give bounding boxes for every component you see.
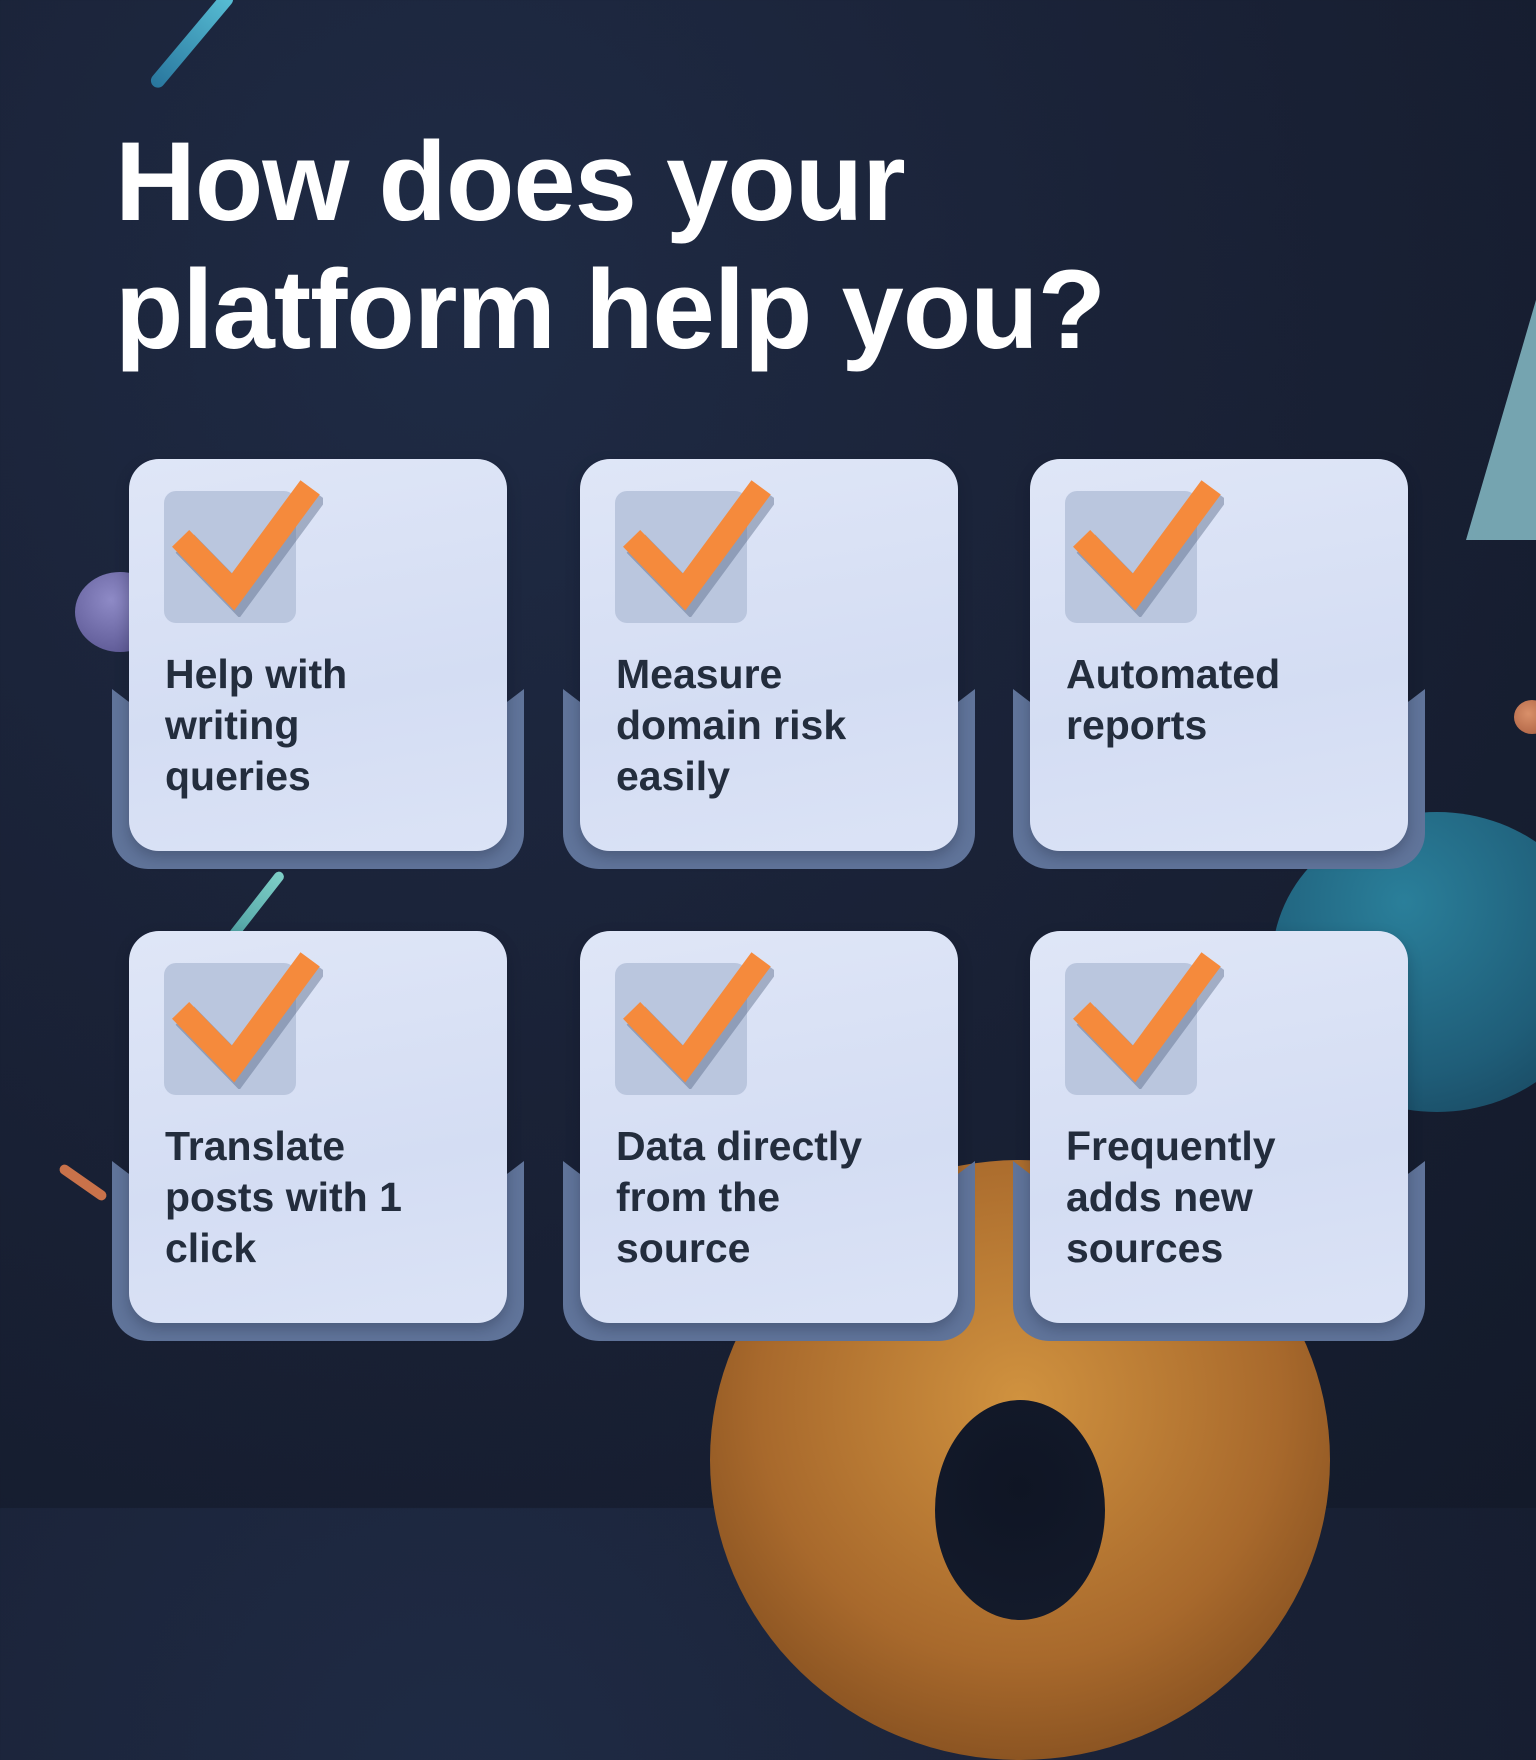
checkmark-icon xyxy=(623,952,774,1089)
checkmark-icon xyxy=(1073,480,1224,617)
checkmark-icon xyxy=(623,480,774,617)
headline-line-1: How does your xyxy=(115,119,906,244)
headline: How does your platform help you? xyxy=(115,118,1106,374)
checkmark-icon xyxy=(1073,952,1224,1089)
checkmark-icon xyxy=(172,952,323,1089)
decorative-streak xyxy=(148,0,236,91)
decorative-orange-dot xyxy=(1514,700,1536,734)
decorative-donut-hole xyxy=(935,1400,1105,1620)
checkmark-icon xyxy=(172,480,323,617)
headline-line-2: platform help you? xyxy=(115,247,1106,372)
decorative-orange-stick xyxy=(57,1162,109,1203)
decorative-cone xyxy=(1466,300,1536,540)
